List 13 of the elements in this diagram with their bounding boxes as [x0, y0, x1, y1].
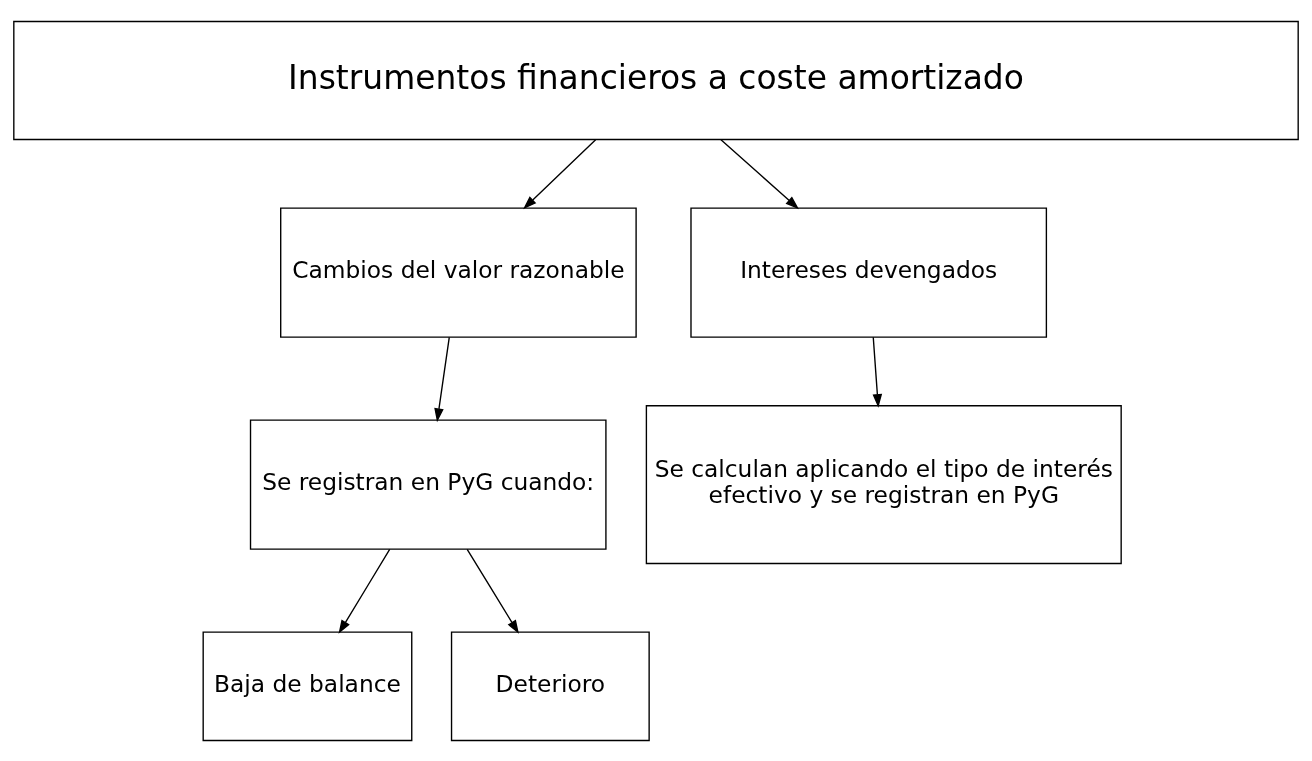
arrow [434, 336, 450, 422]
node-box: Se registran en PyG cuando: [249, 418, 607, 550]
node-box: Cambios del valor razonable [280, 206, 637, 338]
arrow [338, 548, 391, 634]
arrow [872, 336, 883, 408]
node-box: Deterioro [450, 630, 650, 741]
arrow [523, 138, 597, 209]
arrow [466, 548, 519, 634]
node-box: Se calculan aplicando el tipo de interés efectivo y se registran en PyG [645, 404, 1122, 564]
node-box: Baja de balance [202, 630, 413, 741]
node-box: Instrumentos financieros a coste amortizado [13, 20, 1299, 140]
arrow [720, 138, 799, 209]
node-box: Intereses devengados [690, 206, 1048, 338]
